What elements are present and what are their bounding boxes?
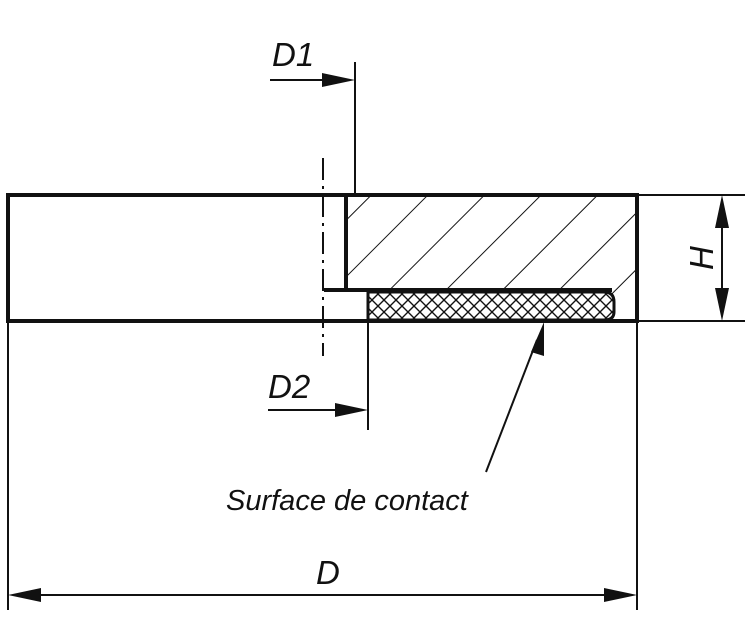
h-arrow-top xyxy=(715,195,729,228)
d1-label: D1 xyxy=(272,36,314,73)
d-label: D xyxy=(316,554,340,591)
h-label: H xyxy=(683,246,720,270)
d1-arrowhead xyxy=(322,73,355,87)
contact-surface-label: Surface de contact xyxy=(226,485,470,517)
d2-label: D2 xyxy=(268,368,310,405)
h-arrow-bottom xyxy=(715,288,729,321)
d-arrow-left xyxy=(8,588,41,602)
contact-surface-insert xyxy=(366,290,616,322)
contact-leader-arrowhead xyxy=(531,322,544,356)
d-arrow-right xyxy=(604,588,637,602)
d2-arrowhead xyxy=(335,403,368,417)
contact-leader xyxy=(485,339,538,473)
